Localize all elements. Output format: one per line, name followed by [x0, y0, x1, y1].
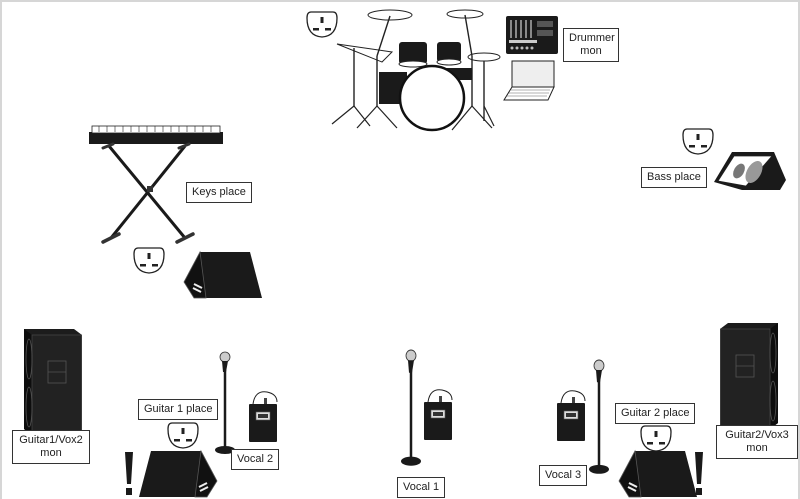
drummer-mon-line2: mon: [580, 45, 602, 57]
label-keys-place: Keys place: [186, 182, 252, 203]
power-socket-guitar2: [640, 425, 672, 452]
warning-icon-guitar2: [695, 452, 703, 495]
label-guitar2-place: Guitar 2 place: [615, 403, 696, 424]
mic-stand-vocal1: [399, 348, 423, 468]
label-bass-place: Bass place: [641, 167, 707, 188]
guitar2-vox3-line1: Guitar2/Vox3: [725, 429, 789, 441]
label-vocal2: Vocal 2: [231, 449, 280, 470]
warning-icon-guitar1: [125, 452, 133, 495]
drum-kit-icon: [331, 9, 501, 132]
label-vocal1: Vocal 1: [397, 477, 446, 498]
power-socket-bass: [682, 128, 714, 155]
tall-speaker-left: [23, 328, 83, 436]
mic-stand-vocal3: [587, 358, 611, 476]
label-vocal3: Vocal 3: [539, 465, 588, 486]
mixer-icon: [506, 16, 558, 54]
guitar1-vox2-line2: mon: [40, 447, 62, 459]
power-socket-keys: [133, 247, 165, 274]
mic-stand-vocal2: [213, 350, 237, 456]
label-guitar1-vox2-mon: Guitar1/Vox2 mon: [12, 430, 90, 464]
guitar1-vox2-line1: Guitar1/Vox2: [19, 434, 83, 446]
label-guitar1-place: Guitar 1 place: [138, 399, 219, 420]
tall-speaker-right: [719, 322, 779, 430]
iem-pack-vocal2: [248, 391, 278, 443]
wedge-monitor-bass: [714, 152, 786, 190]
wedge-monitor-guitar1: [138, 450, 218, 498]
label-guitar2-vox3-mon: Guitar2/Vox3 mon: [716, 425, 798, 459]
wedge-monitor-guitar2: [618, 450, 698, 498]
drummer-mon-line1: Drummer: [569, 32, 615, 44]
keyboard-stand-icon: [89, 125, 223, 244]
wedge-monitor-keys: [183, 251, 263, 299]
label-drummer-mon: Drummer mon: [563, 28, 619, 62]
iem-pack-vocal3: [556, 390, 586, 442]
guitar2-vox3-line2: mon: [746, 442, 768, 454]
power-socket-guitar1: [167, 422, 199, 449]
iem-pack-vocal1: [423, 389, 453, 441]
laptop-icon: [503, 60, 555, 101]
